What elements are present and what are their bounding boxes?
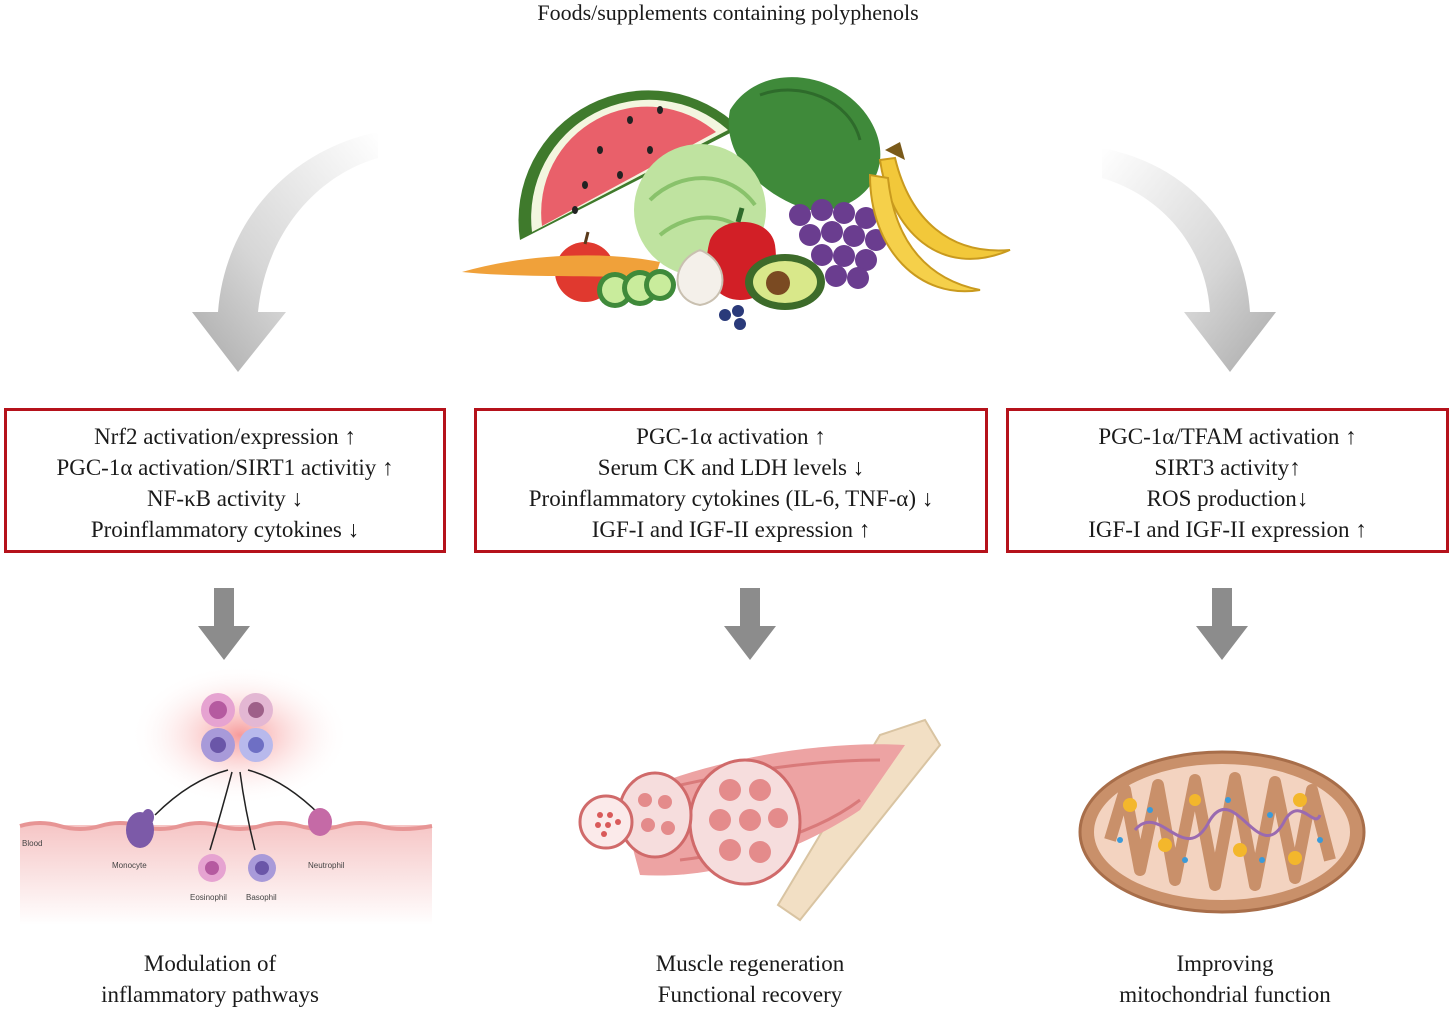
box-line: Serum CK and LDH levels ↓	[597, 455, 865, 480]
caption-inflammation: Modulation of inflammatory pathways	[40, 948, 380, 1010]
box-line: PGC-1α activation ↑	[636, 424, 826, 449]
caption-line: Improving	[1176, 951, 1274, 976]
box-line: PGC-1α activation/SIRT1 activitiy ↑	[56, 455, 394, 480]
box-line: Proinflammatory cytokines (IL-6, TNF-α) …	[528, 486, 934, 511]
curved-arrow-right	[1102, 148, 1276, 372]
caption-mitochondria: Improving mitochondrial function	[1050, 948, 1400, 1010]
caption-line: Functional recovery	[657, 982, 843, 1007]
monocyte-label: Monocyte	[112, 861, 147, 870]
caption-line: inflammatory pathways	[101, 982, 319, 1007]
box-line: Nrf2 activation/expression ↑	[94, 424, 356, 449]
box-line: IGF-I and IGF-II expression ↑	[591, 517, 871, 542]
caption-muscle: Muscle regeneration Functional recovery	[560, 948, 940, 1010]
blood-label: Blood	[22, 839, 42, 848]
mitochondrion-illustration	[1078, 750, 1366, 914]
eosinophil-label: Eosinophil	[190, 893, 227, 902]
down-arrow-left	[198, 588, 250, 660]
box-line: NF-κB activity ↓	[147, 486, 303, 511]
basophil-label: Basophil	[246, 893, 277, 902]
fruits-vegetables-illustration	[462, 77, 1011, 330]
effects-box-inflammation: Nrf2 activation/expression ↑ PGC-1α acti…	[4, 408, 446, 553]
box-line: IGF-I and IGF-II expression ↑	[1088, 517, 1367, 542]
box-line: SIRT3 activity↑	[1154, 455, 1301, 480]
box-line: PGC-1α/TFAM activation ↑	[1098, 424, 1357, 449]
effects-box-mitochondria: PGC-1α/TFAM activation ↑ SIRT3 activity↑…	[1006, 408, 1449, 553]
effects-box-muscle: PGC-1α activation ↑ Serum CK and LDH lev…	[474, 408, 988, 553]
inflammation-illustration: Blood Monocyte Eosinophil Basophil Neutr…	[19, 665, 433, 925]
caption-line: Modulation of	[143, 951, 277, 976]
down-arrow-right	[1196, 588, 1248, 660]
box-line: ROS production↓	[1146, 486, 1309, 511]
neutrophil-label: Neutrophil	[308, 861, 345, 870]
caption-line: mitochondrial function	[1119, 982, 1331, 1007]
box-line: Proinflammatory cytokines ↓	[90, 517, 360, 542]
curved-arrow-left	[192, 132, 378, 372]
diagram-title: Foods/supplements containing polyphenols	[537, 0, 919, 25]
down-arrow-middle	[724, 588, 776, 660]
down-arrows	[198, 588, 1248, 660]
caption-line: Muscle regeneration	[655, 951, 845, 976]
muscle-illustration	[578, 718, 942, 922]
